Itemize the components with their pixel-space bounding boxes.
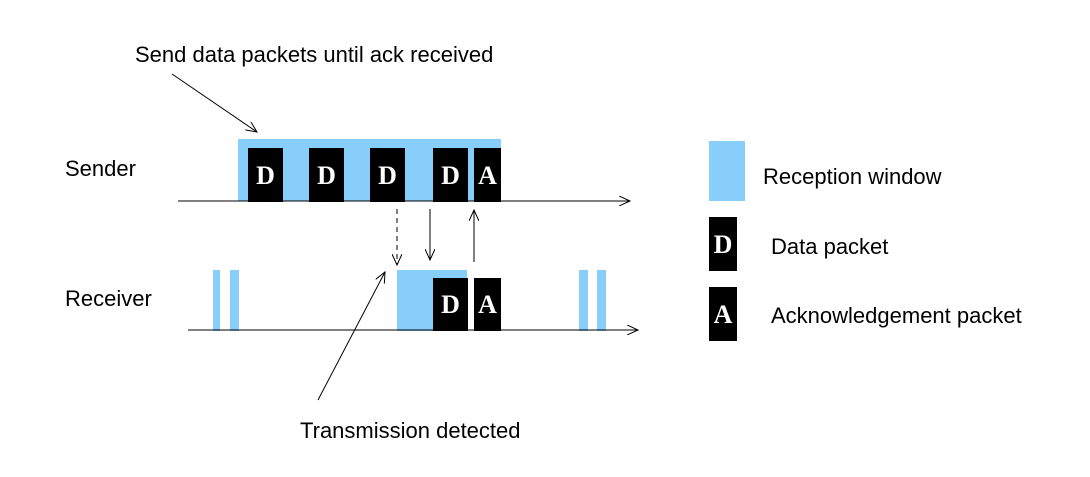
packet-letter: D — [256, 161, 275, 190]
legend-ack-swatch — [709, 287, 737, 341]
sender-data-packet-4: D — [433, 148, 468, 202]
packet-letter: A — [478, 161, 497, 190]
receiver-listen-slot — [230, 270, 239, 331]
legend-ack-symbol: A — [714, 300, 733, 329]
receiver-listen-slot — [579, 270, 588, 331]
legend-reception-window: Reception window — [763, 164, 942, 189]
sender-data-packet-2: D — [309, 148, 344, 202]
sender-data-packet-3: D — [370, 148, 405, 202]
packet-letter: D — [441, 161, 460, 190]
receiver-listen-slot — [213, 270, 220, 331]
annotation-send-until-ack: Send data packets until ack received — [135, 42, 493, 67]
receiver-data-packet: D — [433, 278, 468, 331]
receiver-ack-packet: A — [474, 278, 501, 331]
receiver-listen-slot — [597, 270, 606, 331]
sender-data-packet-1: D — [248, 148, 283, 202]
packet-letter: D — [317, 161, 336, 190]
annotation-arrow-top — [171, 73, 257, 132]
legend-data-swatch — [709, 217, 737, 271]
sender-label: Sender — [65, 156, 136, 181]
legend: Reception window D Data packet A Acknowl… — [709, 141, 1022, 341]
packet-letter: D — [378, 161, 397, 190]
legend-data-packet: Data packet — [771, 234, 888, 259]
annotation-arrow-bottom — [317, 272, 385, 401]
receiver-label: Receiver — [65, 286, 152, 311]
packet-letter: A — [478, 290, 497, 319]
annotation-transmission-detected: Transmission detected — [300, 418, 521, 443]
sender-ack-packet: A — [474, 148, 501, 202]
packet-letter: D — [441, 290, 460, 319]
legend-data-symbol: D — [714, 230, 733, 259]
legend-ack-packet: Acknowledgement packet — [771, 303, 1022, 328]
legend-window-swatch — [709, 141, 745, 201]
